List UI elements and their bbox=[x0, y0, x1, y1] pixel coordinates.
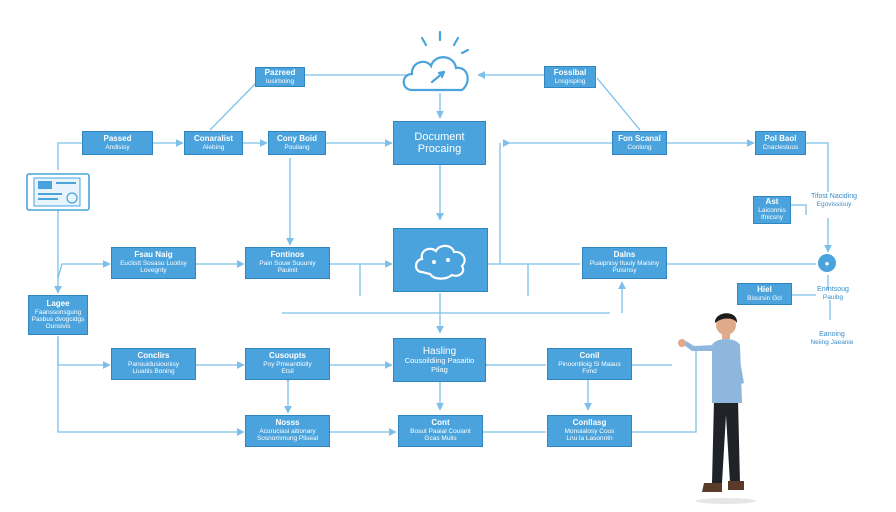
node-title: Conaralist bbox=[193, 134, 234, 144]
node-cont[interactable]: Cont Bosut Paaial Couiant Gcas Mulis bbox=[398, 415, 483, 447]
node-subtitle: Procaing bbox=[417, 143, 462, 155]
node-subtitle: Panouidusiounisy bbox=[128, 361, 179, 369]
node-subtitle: Cnaclestuus bbox=[762, 143, 799, 151]
node-title: Cusoupts bbox=[269, 351, 306, 361]
node-pol-baol[interactable]: Pol Baol Cnaclestuus bbox=[755, 131, 806, 155]
node-subtitle-2: Gcas Mulis bbox=[424, 435, 457, 443]
brain-icon bbox=[414, 244, 466, 280]
node-pazreed[interactable]: Pazreed Iusirboing bbox=[255, 67, 305, 87]
node-subtitle-3: Ounsivis bbox=[45, 322, 71, 330]
document-card-icon bbox=[26, 173, 90, 211]
node-subtitle: Euclistt Sosasu Luotisy bbox=[120, 260, 187, 268]
node-title: Pol Baol bbox=[764, 134, 797, 144]
node-title: Fontinos bbox=[270, 250, 305, 260]
label-tifost: Tifost Naciding Egovissiouy bbox=[804, 193, 864, 209]
node-cusoupts[interactable]: Cusoupts Poy Pmeanttiolly Etsil bbox=[245, 348, 330, 380]
label-subtitle: Pauibg bbox=[822, 294, 844, 302]
node-subtitle: Acuruciasi aitionary bbox=[259, 428, 316, 436]
node-title: Cony Boid bbox=[277, 134, 317, 144]
node-subtitle: Laiconnis bbox=[758, 207, 786, 215]
node-subtitle: Conlung bbox=[627, 143, 652, 151]
node-title: Cont bbox=[431, 418, 450, 428]
node-passed[interactable]: Passed Andisisy bbox=[82, 131, 153, 155]
node-subtitle-2: Lnu la Lasonntn bbox=[566, 435, 613, 443]
node-subtitle: Andisisy bbox=[105, 143, 130, 151]
node-title: Conil bbox=[579, 351, 600, 361]
person-illustration bbox=[678, 313, 756, 504]
node-title: Pazreed bbox=[264, 68, 296, 78]
node-subtitle: Alebing bbox=[202, 143, 225, 151]
node-document-processing[interactable]: Document Procaing bbox=[393, 121, 486, 165]
node-title: Fsau Naig bbox=[134, 250, 173, 260]
node-conllasg[interactable]: Conllasg Monuialosy Cous Lnu la Lasonntn bbox=[547, 415, 632, 447]
node-subtitle-2: Paulnit bbox=[277, 267, 298, 275]
node-subtitle: Pain Souw Suuuniy bbox=[259, 260, 316, 268]
node-subtitle: Bisursin Gcl bbox=[747, 294, 782, 302]
node-subtitle: Bosut Paaial Couiant bbox=[410, 428, 471, 436]
label-subtitle: Egovissiouy bbox=[816, 201, 852, 209]
node-hiel[interactable]: Hiel Bisursin Gcl bbox=[737, 283, 792, 305]
node-title: Fossibal bbox=[553, 68, 587, 78]
label-title: Enrntsoug bbox=[817, 286, 849, 293]
node-title: Dalns bbox=[613, 250, 636, 260]
node-title: Hasling bbox=[422, 346, 457, 358]
node-title: Conclirs bbox=[137, 351, 170, 361]
node-title: Ast bbox=[765, 197, 779, 207]
node-subtitle: Puaipnisy Ituuiy Maisiny bbox=[589, 260, 660, 268]
label-title: Tifost Naciding bbox=[810, 193, 858, 200]
node-dalns[interactable]: Dalns Puaipnisy Ituuiy Maisiny Puisinsy bbox=[582, 247, 667, 279]
node-title: Fon Scanal bbox=[618, 134, 661, 144]
node-brain-center[interactable] bbox=[393, 228, 488, 292]
node-title: Nosss bbox=[275, 418, 300, 428]
node-cony-boid[interactable]: Cony Boid Pouilang bbox=[268, 131, 326, 155]
node-subtitle-2: Liuatiis Boning bbox=[132, 368, 175, 376]
node-subtitle-2: Ifnicsny bbox=[760, 214, 784, 222]
node-subtitle: Iusirboing bbox=[265, 77, 295, 85]
label-eanoing: Eanoing Neiing Jaeanie bbox=[800, 331, 864, 347]
node-subtitle: Cousoildiing Pasaitio bbox=[404, 356, 475, 366]
node-subtitle: Pinoontiloig Si Maaus bbox=[558, 361, 621, 369]
node-title: Conllasg bbox=[572, 418, 607, 428]
label-subtitle: Neiing Jaeanie bbox=[810, 339, 854, 347]
node-subtitle: Monuialosy Cous bbox=[564, 428, 615, 436]
node-subtitle-2: Puisinsy bbox=[612, 267, 637, 275]
label-enrntsoug: Enrntsoug Pauibg bbox=[803, 286, 863, 302]
node-fsau-naig[interactable]: Fsau Naig Euclistt Sosasu Luotisy Lovegn… bbox=[111, 247, 196, 279]
node-lagee[interactable]: Lagee Faanssonsgung Pasbus dvogcidgs Oun… bbox=[28, 295, 88, 335]
node-nosss[interactable]: Nosss Acuruciasi aitionary Sosnommung Pl… bbox=[245, 415, 330, 447]
node-conil[interactable]: Conil Pinoontiloig Si Maaus Fimd bbox=[547, 348, 632, 380]
node-title: Document bbox=[414, 130, 465, 143]
node-hasling[interactable]: Hasling Cousoildiing Pasaitio Pilag bbox=[393, 338, 486, 382]
node-subtitle: Lnsgisping bbox=[554, 77, 586, 85]
node-subtitle: Faanssonsgung bbox=[34, 308, 82, 316]
node-ast[interactable]: Ast Laiconnis Ifnicsny bbox=[753, 196, 791, 224]
label-title: Eanoing bbox=[819, 331, 845, 338]
node-subtitle: Poy Pmeanttiolly bbox=[263, 361, 312, 369]
node-subtitle-2: Lovegnty bbox=[140, 267, 167, 275]
node-fossibal[interactable]: Fossibal Lnsgisping bbox=[544, 66, 596, 88]
node-fon-scanal[interactable]: Fon Scanal Conlung bbox=[612, 131, 667, 155]
node-title: Hiel bbox=[757, 285, 772, 295]
circle-node-icon[interactable]: ● bbox=[818, 254, 836, 272]
node-subtitle-2: Fimd bbox=[582, 368, 597, 376]
node-subtitle-2: Pilag bbox=[431, 364, 448, 374]
node-subtitle-2: Etsil bbox=[281, 368, 294, 376]
cloud-icon bbox=[402, 30, 470, 92]
node-conaralist[interactable]: Conaralist Alebing bbox=[184, 131, 243, 155]
node-conclirs[interactable]: Conclirs Panouidusiounisy Liuatiis Bonin… bbox=[111, 348, 196, 380]
node-subtitle-2: Pasbus dvogcidgs bbox=[31, 315, 85, 323]
node-fontinos[interactable]: Fontinos Pain Souw Suuuniy Paulnit bbox=[245, 247, 330, 279]
node-title: Passed bbox=[103, 134, 132, 144]
node-title: Lagee bbox=[46, 298, 70, 308]
node-subtitle-2: Sosnommung Pliseal bbox=[256, 435, 319, 443]
node-subtitle: Pouilang bbox=[284, 143, 310, 151]
